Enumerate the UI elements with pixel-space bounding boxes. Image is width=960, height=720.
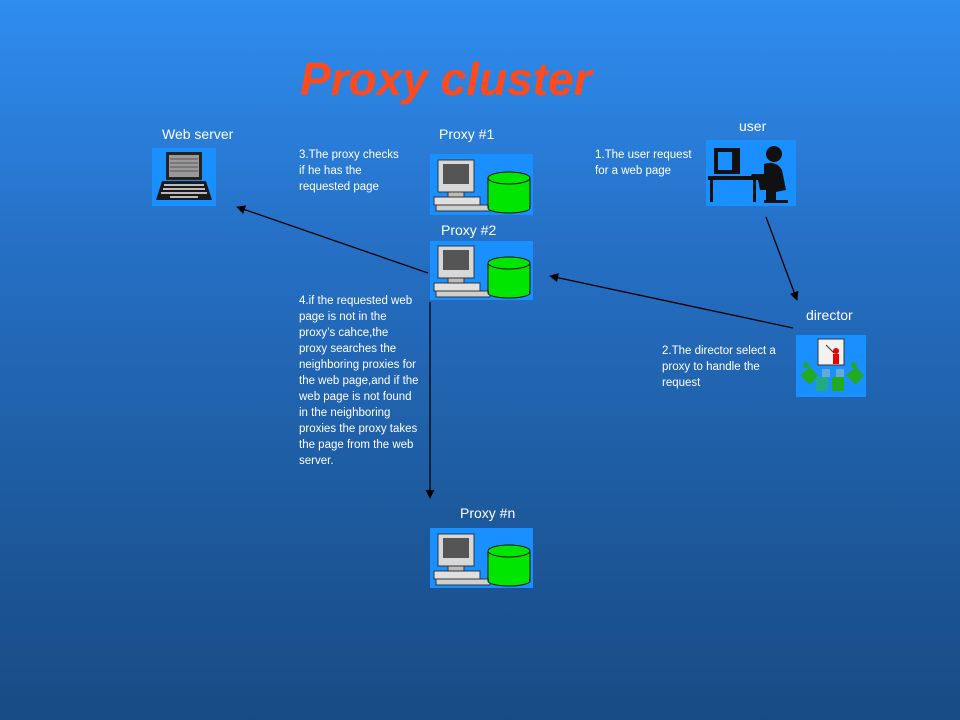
web-server-label: Web server	[162, 126, 234, 142]
proxy1-node	[430, 154, 533, 215]
page-title: Proxy cluster	[300, 53, 592, 105]
user-at-computer-icon	[708, 146, 788, 203]
director-node	[796, 335, 866, 397]
presenter-audience-icon	[800, 338, 864, 391]
director-label: director	[806, 307, 853, 323]
arrow-proxy2-to-webserver	[236, 205, 429, 274]
step4-note: 4.if the requested web page is not in th…	[299, 295, 419, 467]
laptop-icon	[156, 152, 212, 200]
proxyn-label: Proxy #n	[460, 505, 516, 521]
proxy2-node	[430, 241, 533, 300]
computer-database-icon	[433, 245, 531, 299]
proxy2-label: Proxy #2	[441, 222, 497, 238]
proxy1-label: Proxy #1	[439, 126, 495, 142]
arrow-user-to-director	[765, 216, 799, 301]
computer-database-icon	[433, 533, 531, 587]
step2-note: 2.The director select a proxy to handle …	[662, 345, 776, 389]
user-label: user	[739, 118, 767, 134]
web-server-node	[152, 148, 216, 206]
step1-note: 1.The user request for a web page	[595, 149, 692, 177]
proxyn-node	[430, 528, 533, 588]
arrow-director-to-proxy2	[549, 273, 794, 329]
step3-note: 3.The proxy checks if he has the request…	[299, 149, 399, 193]
computer-database-icon	[433, 159, 531, 214]
user-node	[706, 140, 796, 206]
